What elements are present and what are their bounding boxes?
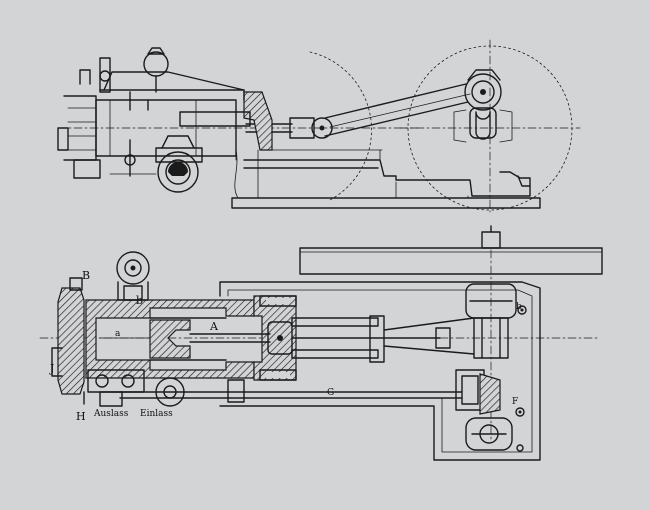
crank-hub <box>453 69 513 143</box>
label-B: B <box>82 269 90 282</box>
label-G: G <box>327 388 334 398</box>
label-b-right: b <box>516 302 522 312</box>
crank-arc <box>309 51 372 201</box>
cylinder-head <box>51 277 145 405</box>
side-elevation <box>57 39 581 213</box>
label-A: A <box>209 320 219 333</box>
label-b-top: b <box>136 294 143 307</box>
lower-gear <box>455 369 525 452</box>
connecting-rod <box>311 83 471 139</box>
frame-outline <box>219 281 541 461</box>
valve-rod <box>99 377 463 407</box>
label-auslass: Auslass <box>93 409 129 419</box>
valve-gear <box>109 135 203 193</box>
label-H: H <box>76 410 86 423</box>
plan-connecting-rod <box>383 317 475 355</box>
label-F: F <box>512 397 518 407</box>
top-valve <box>116 251 150 301</box>
plan-crosshead <box>267 315 441 363</box>
plan-section: B b a A J H G b F Auslass Einlass <box>39 225 603 461</box>
engine-bed <box>231 91 541 209</box>
cylinder-block <box>57 47 251 179</box>
label-a: a <box>115 329 121 339</box>
flywheel-rim <box>299 247 603 275</box>
label-J: J <box>49 362 54 375</box>
crank-bearing <box>465 283 527 359</box>
label-einlass: Einlass <box>140 409 173 419</box>
cylinder-section <box>85 295 297 381</box>
